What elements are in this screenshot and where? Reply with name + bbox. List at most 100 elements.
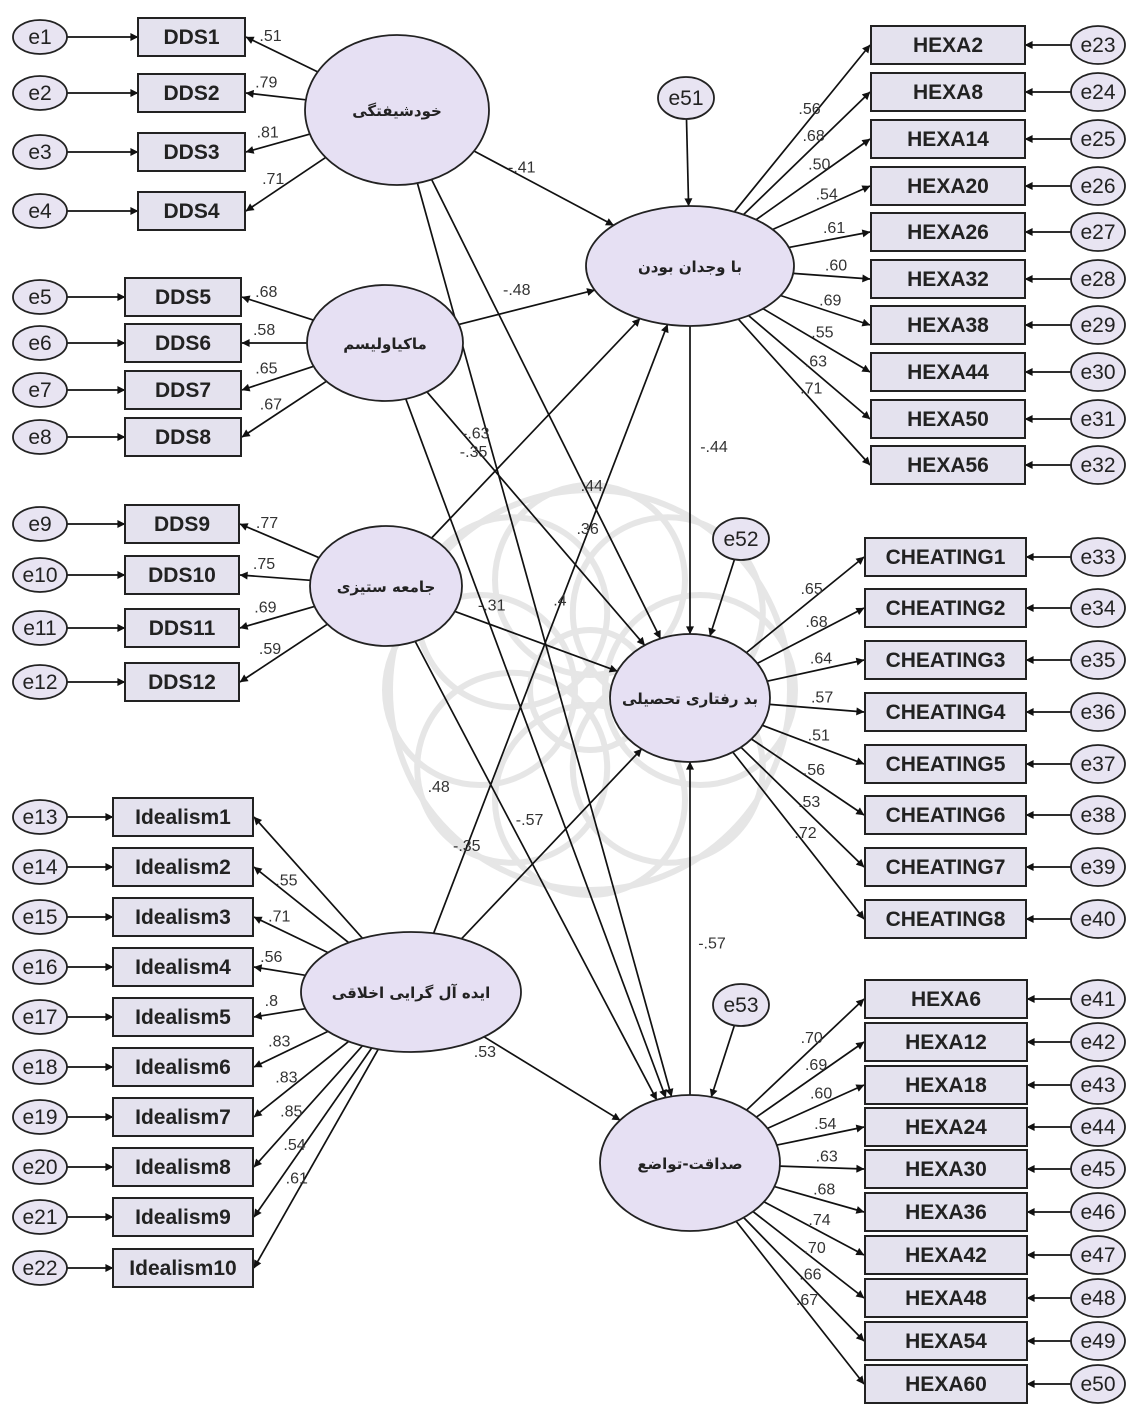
indicator-label-HEXA44: HEXA44 xyxy=(907,361,989,384)
loading-arrow-DDS1 xyxy=(245,36,319,73)
latent-label-L7: صداقت-تواضع xyxy=(637,1155,742,1173)
loading-HEXA60: .67 xyxy=(796,1292,818,1309)
loading-DDS4: .71 xyxy=(262,171,284,188)
loading-CHEATING7: .53 xyxy=(798,794,820,811)
error-label-e48: e48 xyxy=(1080,1287,1115,1310)
error-label-e15: e15 xyxy=(22,906,57,929)
loading-arrow-Idealism4 xyxy=(253,964,306,977)
loading-arrow-HEXA54 xyxy=(743,1217,865,1342)
indicator-Idealism4 xyxy=(112,947,254,987)
loading-DDS11: .69 xyxy=(254,599,276,616)
path-coef-L3-L6: .4 xyxy=(553,592,566,609)
loading-arrow-DDS10 xyxy=(239,571,311,582)
error-label-e40: e40 xyxy=(1080,908,1115,931)
loading-CHEATING8: .72 xyxy=(794,825,816,842)
loading-arrow-HEXA18 xyxy=(767,1084,865,1130)
error-e42 xyxy=(1070,1022,1126,1062)
error-label-e20: e20 xyxy=(22,1156,57,1179)
loading-arrow-Idealism1 xyxy=(253,816,364,939)
error-label-e18: e18 xyxy=(22,1056,57,1079)
indicator-HEXA26 xyxy=(870,212,1026,252)
error-e31 xyxy=(1070,399,1126,439)
loading-Idealism2: .55 xyxy=(275,873,297,890)
error-e45 xyxy=(1070,1149,1126,1189)
indicator-label-HEXA18: HEXA18 xyxy=(905,1074,987,1097)
latent-label-L6: بد رفتاری تحصیلی xyxy=(622,690,758,708)
loading-arrow-HEXA20 xyxy=(772,185,871,231)
path-arrow-L3-L6 xyxy=(454,610,618,673)
loading-arrow-Idealism6 xyxy=(253,1030,329,1068)
loading-HEXA24: .54 xyxy=(814,1116,836,1133)
loading-arrow-CHEATING6 xyxy=(750,738,865,816)
indicator-HEXA48 xyxy=(864,1278,1028,1318)
indicator-CHEATING5 xyxy=(864,744,1027,784)
indicator-label-DDS6: DDS6 xyxy=(155,332,211,355)
error-e26 xyxy=(1070,166,1126,206)
disturbance-label-e53: e53 xyxy=(723,994,758,1017)
error-label-e17: e17 xyxy=(22,1006,57,1029)
latent-L4 xyxy=(300,931,522,1053)
error-label-e47: e47 xyxy=(1080,1244,1115,1267)
indicator-label-HEXA50: HEXA50 xyxy=(907,408,989,431)
indicator-label-Idealism8: Idealism8 xyxy=(135,1156,231,1179)
error-label-e21: e21 xyxy=(22,1206,57,1229)
indicator-label-DDS3: DDS3 xyxy=(163,141,219,164)
path-coef-L4-L6: -.57 xyxy=(516,812,544,829)
indicator-label-Idealism1: Idealism1 xyxy=(135,806,231,829)
indicator-label-HEXA38: HEXA38 xyxy=(907,314,989,337)
indicator-label-Idealism6: Idealism6 xyxy=(135,1056,231,1079)
loading-Idealism4: .56 xyxy=(260,949,282,966)
indicator-Idealism1 xyxy=(112,797,254,837)
loading-arrow-DDS9 xyxy=(239,523,320,559)
indicator-label-HEXA8: HEXA8 xyxy=(913,81,983,104)
path-coef-L5-L6: -.44 xyxy=(700,439,728,456)
indicator-label-Idealism5: Idealism5 xyxy=(135,1006,231,1029)
loading-arrow-DDS5 xyxy=(241,295,314,321)
error-e46 xyxy=(1070,1192,1126,1232)
loading-HEXA50: .63 xyxy=(805,354,827,371)
loading-CHEATING4: .57 xyxy=(811,690,833,707)
indicator-HEXA14 xyxy=(870,119,1026,159)
loading-arrow-HEXA8 xyxy=(742,91,871,216)
loading-DDS6: .58 xyxy=(253,322,275,339)
loading-DDS9: .77 xyxy=(256,515,278,532)
loading-DDS12: .59 xyxy=(259,641,281,658)
disturbance-label-e51: e51 xyxy=(668,87,703,110)
loading-CHEATING2: .68 xyxy=(805,614,827,631)
error-e17 xyxy=(12,999,68,1035)
loading-HEXA14: .50 xyxy=(808,156,830,173)
error-e30 xyxy=(1070,352,1126,392)
indicator-DDS4 xyxy=(137,191,246,231)
error-label-e31: e31 xyxy=(1080,408,1115,431)
indicator-label-HEXA20: HEXA20 xyxy=(907,175,989,198)
loading-DDS2: .79 xyxy=(255,74,277,91)
indicator-HEXA50 xyxy=(870,399,1026,439)
loading-arrow-CHEATING7 xyxy=(740,746,865,868)
indicator-label-HEXA42: HEXA42 xyxy=(905,1244,987,1267)
indicator-label-HEXA60: HEXA60 xyxy=(905,1373,987,1396)
error-label-e46: e46 xyxy=(1080,1201,1115,1224)
loading-HEXA36: .68 xyxy=(813,1182,835,1199)
error-label-e32: e32 xyxy=(1080,454,1115,477)
indicator-Idealism2 xyxy=(112,847,254,887)
path-coef-L2-L7: -.31 xyxy=(478,598,506,615)
error-label-e1: e1 xyxy=(28,26,51,49)
indicator-DDS8 xyxy=(124,417,242,457)
error-label-e38: e38 xyxy=(1080,804,1115,827)
error-label-e2: e2 xyxy=(28,82,51,105)
indicator-label-DDS4: DDS4 xyxy=(163,200,219,223)
path-coef-L1-L5: -.41 xyxy=(508,160,536,177)
error-e38 xyxy=(1070,795,1126,835)
error-label-e45: e45 xyxy=(1080,1158,1115,1181)
path-arrow-L1-L6 xyxy=(430,179,662,639)
path-coef-L7-L6: -.57 xyxy=(698,936,726,953)
loading-arrow-Idealism9 xyxy=(253,1047,373,1218)
error-e29 xyxy=(1070,305,1126,345)
indicator-HEXA54 xyxy=(864,1321,1028,1361)
latent-label-L1: خودشیفتگی xyxy=(352,102,442,120)
error-label-e39: e39 xyxy=(1080,856,1115,879)
error-e35 xyxy=(1070,640,1126,680)
error-label-e50: e50 xyxy=(1080,1373,1115,1396)
loading-arrow-HEXA24 xyxy=(776,1124,865,1146)
loading-DDS8: .67 xyxy=(260,397,282,414)
